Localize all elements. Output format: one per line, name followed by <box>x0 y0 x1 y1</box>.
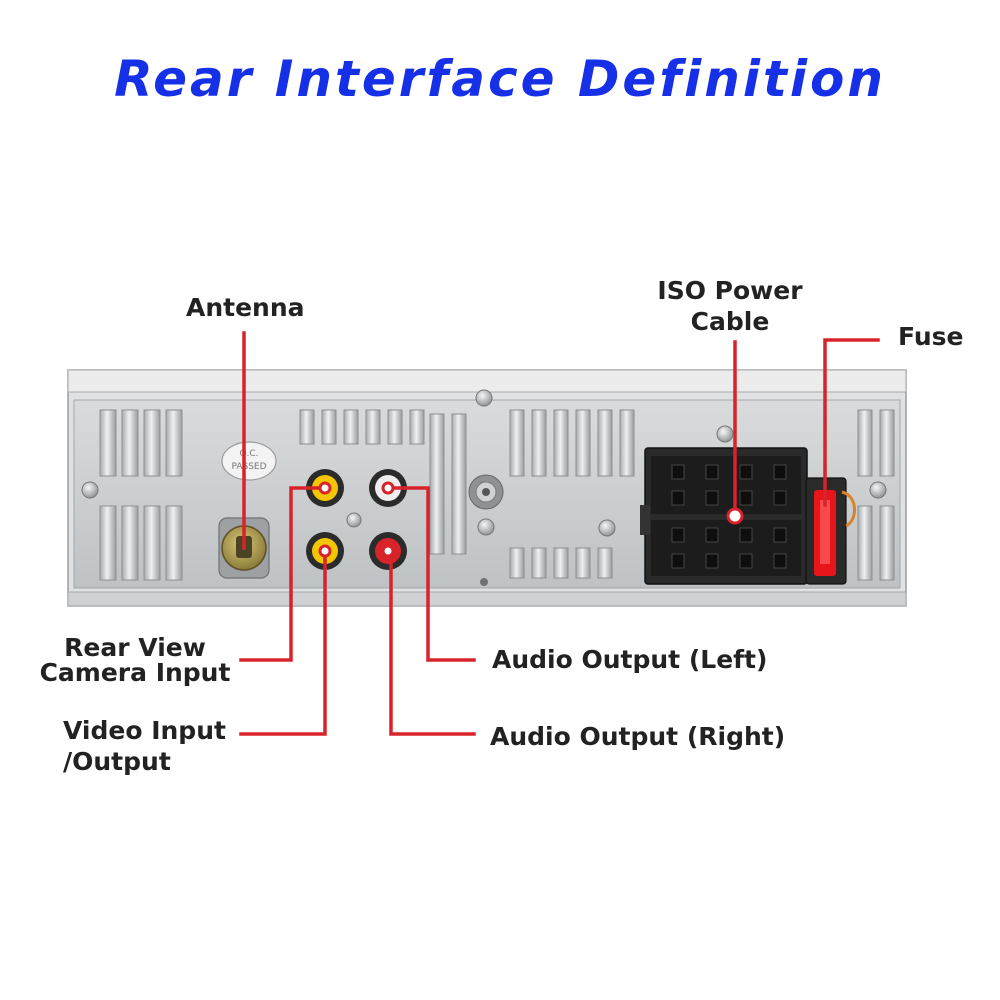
screw-left <box>81 481 99 499</box>
fin-left-lower <box>165 505 183 581</box>
leader-audio-left <box>386 486 476 662</box>
connector-pin <box>705 490 719 506</box>
fin-right-lower <box>531 547 547 579</box>
label-audio-left: Audio Output (Left) <box>492 645 768 674</box>
connector-pin <box>773 464 787 480</box>
label-iso-power-line2: Cable <box>690 307 770 336</box>
screw-right <box>869 481 887 499</box>
fin-right-lower <box>509 547 525 579</box>
connector-pin <box>671 464 685 480</box>
page-title: Rear Interface Definition <box>114 50 886 108</box>
connector-pin <box>739 464 753 480</box>
label-video-line2: /Output <box>63 747 171 776</box>
fin-far-right-lower <box>879 505 895 581</box>
fin-center-upper <box>409 409 425 445</box>
connector-pin <box>705 553 719 569</box>
fin-right-upper <box>509 409 525 477</box>
fin-right-upper <box>597 409 613 477</box>
fin-left-upper <box>143 409 161 477</box>
heat-sink-fins <box>99 409 895 581</box>
fuse-holder <box>805 477 856 585</box>
connector-pin <box>705 527 719 543</box>
leader-fuse <box>823 338 880 507</box>
connector-pin <box>773 553 787 569</box>
iso-power-connector <box>640 447 808 585</box>
fin-center-upper <box>299 409 315 445</box>
label-antenna: Antenna <box>186 293 305 322</box>
fin-right-lower <box>575 547 591 579</box>
fin-left-lower <box>143 505 161 581</box>
screw-mid-right <box>598 519 616 537</box>
leader-rear-camera <box>239 486 327 662</box>
label-rear-view-line1: Rear View <box>64 633 206 662</box>
fin-right-upper <box>619 409 635 477</box>
leader-endpoints <box>318 481 744 558</box>
connector-pin <box>739 490 753 506</box>
stamp-line1: Q.C. <box>239 449 258 459</box>
mounting-screws <box>81 389 887 586</box>
connector-pin <box>671 490 685 506</box>
qc-passed-stamp: Q.C. PASSED <box>221 441 277 481</box>
fin-center-upper <box>343 409 359 445</box>
connector-pin <box>739 553 753 569</box>
fin-left-lower <box>99 505 117 581</box>
connector-pin <box>773 527 787 543</box>
screw-top <box>475 389 493 407</box>
fin-right-upper <box>575 409 591 477</box>
fin-far-right-upper <box>879 409 895 477</box>
connector-pins <box>671 464 787 569</box>
label-fuse: Fuse <box>898 322 964 351</box>
fin-center-upper <box>387 409 403 445</box>
ground-post <box>468 474 504 510</box>
label-video-line1: Video Input <box>63 716 226 745</box>
fin-left-upper <box>165 409 183 477</box>
fin-left-lower <box>121 505 139 581</box>
connector-pin <box>671 527 685 543</box>
fin-far-right-lower <box>857 505 873 581</box>
fin-center-tall <box>451 413 467 555</box>
connector-pin <box>739 527 753 543</box>
label-iso-power-line1: ISO Power <box>657 276 803 305</box>
label-audio-right: Audio Output (Right) <box>490 722 786 751</box>
vent-hole <box>480 578 488 586</box>
leader-video <box>239 549 327 736</box>
screw-rca <box>346 512 362 528</box>
screw-connector <box>716 425 734 443</box>
fin-right-upper <box>553 409 569 477</box>
fin-left-upper <box>99 409 117 477</box>
fin-center-upper <box>321 409 337 445</box>
fin-right-lower <box>553 547 569 579</box>
fin-right-lower <box>597 547 613 579</box>
label-rear-view-line2: Camera Input <box>39 658 231 687</box>
fin-far-right-upper <box>857 409 873 477</box>
screw-center <box>477 518 495 536</box>
connector-pin <box>773 490 787 506</box>
fin-left-upper <box>121 409 139 477</box>
fin-center-tall <box>429 413 445 555</box>
stamp-line2: PASSED <box>231 462 266 472</box>
connector-pin <box>705 464 719 480</box>
fin-center-upper <box>365 409 381 445</box>
fin-right-upper <box>531 409 547 477</box>
connector-pin <box>671 553 685 569</box>
